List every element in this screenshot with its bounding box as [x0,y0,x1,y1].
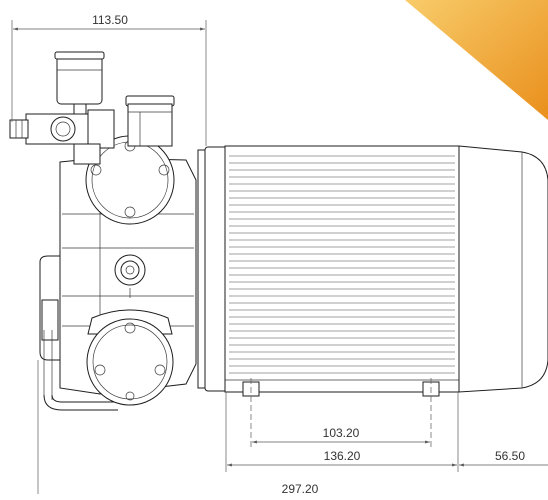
cooling-fins [229,155,455,374]
dim-label-top-width: 113.50 [92,13,128,27]
dim-label-foot-spacing: 103.20 [323,426,360,440]
dim-label-end-cap: 56.50 [495,449,525,463]
dim-label-overall: 297.20 [282,482,319,496]
corner-accent [405,0,548,120]
motor-body [197,145,548,397]
pressure-gauge-assembly [9,51,175,165]
dimension-lines [11,20,548,494]
pump-head [39,135,197,411]
dim-label-foot-total: 136.20 [324,449,361,463]
